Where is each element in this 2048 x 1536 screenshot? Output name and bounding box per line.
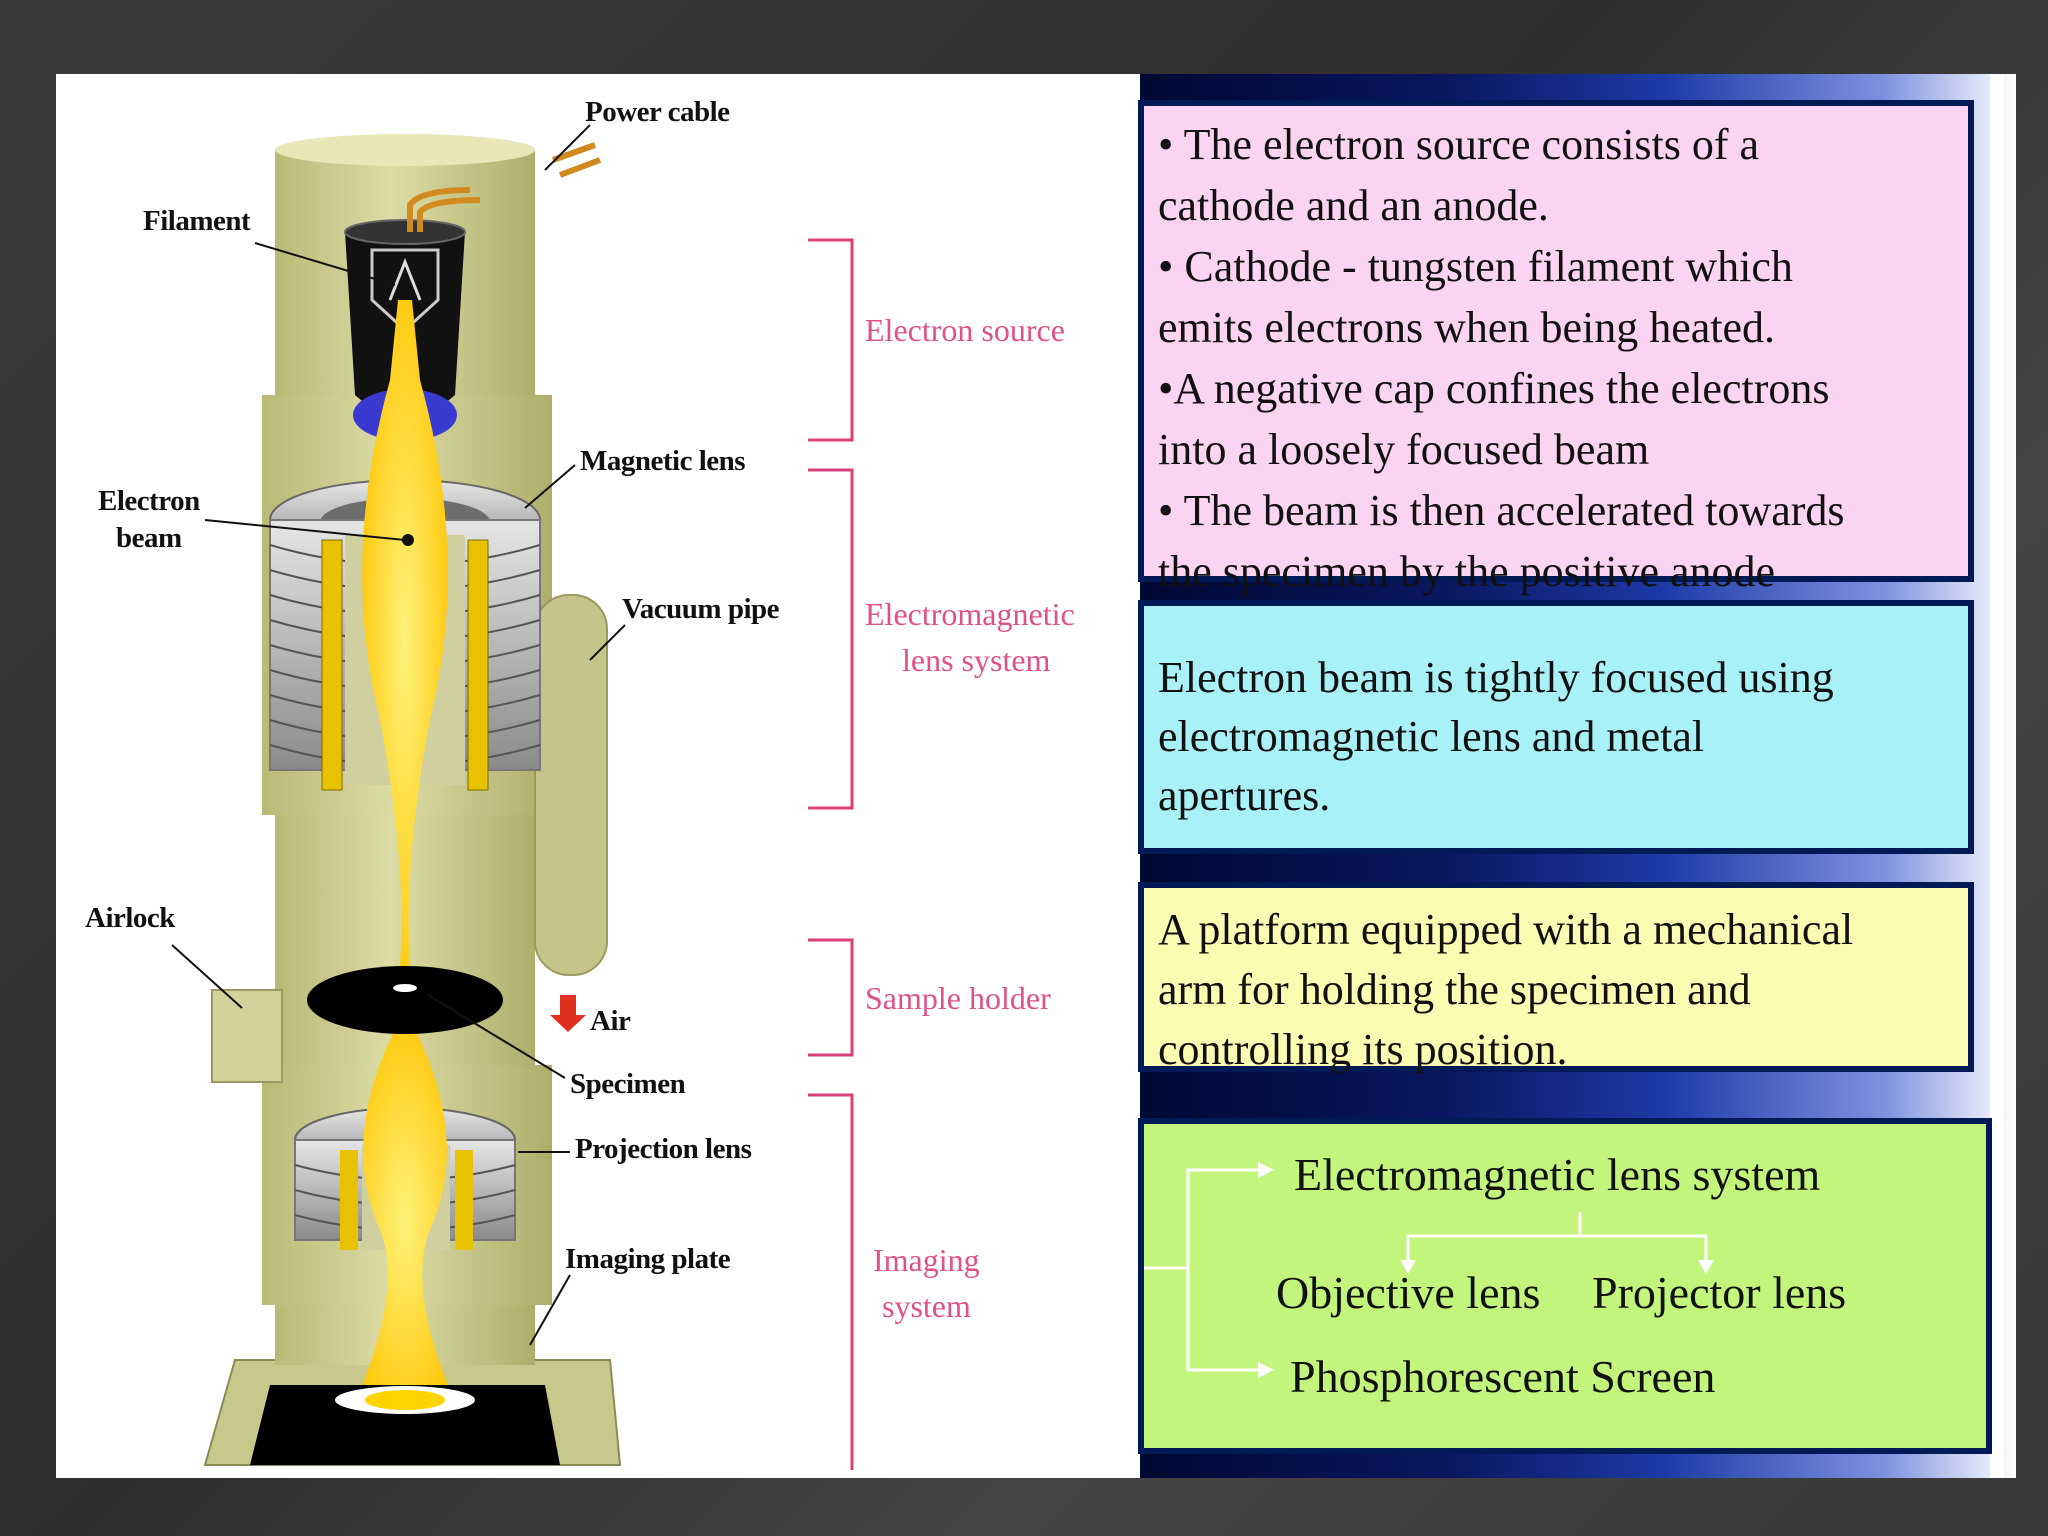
specimen-holder — [307, 966, 503, 1034]
lens-line: electromagnetic lens and metal — [1158, 712, 1705, 761]
section-em-lens-1: Electromagnetic — [865, 596, 1075, 632]
source-line: into a loosely focused beam — [1158, 425, 1650, 474]
label-power-cable: Power cable — [585, 96, 730, 128]
holder-line: A platform equipped with a mechanical — [1158, 905, 1854, 954]
text-panel-border — [1990, 74, 2004, 1478]
imaging-em-lens-system: Electromagnetic lens system — [1294, 1149, 1821, 1200]
imaging-plate — [250, 1385, 560, 1465]
electron-source-box: • The electron source consists of a cath… — [1138, 100, 1974, 596]
electron-beam — [362, 300, 448, 985]
imaging-objective-lens: Objective lens — [1276, 1267, 1541, 1318]
source-line: emits electrons when being heated. — [1158, 303, 1776, 352]
label-airlock: Airlock — [85, 902, 175, 934]
label-filament: Filament — [143, 205, 251, 237]
section-imaging-2: system — [882, 1288, 971, 1324]
imaging-system-box — [1138, 1118, 1992, 1454]
lens-line: apertures. — [1158, 771, 1331, 820]
label-air: Air — [590, 1005, 631, 1037]
air-arrow-icon — [550, 995, 586, 1032]
section-sample-holder: Sample holder — [865, 980, 1051, 1016]
label-magnetic-lens: Magnetic lens — [580, 445, 746, 477]
label-electron-beam-1: Electron — [98, 485, 200, 517]
holder-line: controlling its position. — [1158, 1025, 1568, 1074]
imaging-phosphorescent-screen: Phosphorescent Screen — [1290, 1351, 1716, 1402]
label-electron-beam-2: beam — [116, 522, 182, 554]
source-line: • The electron source consists of a — [1158, 120, 1760, 169]
section-imaging-1: Imaging — [873, 1242, 980, 1278]
sample-holder-box: A platform equipped with a mechanical ar… — [1138, 882, 1974, 1074]
imaging-projector-lens: Projector lens — [1592, 1267, 1847, 1318]
section-electron-source: Electron source — [865, 312, 1065, 348]
label-specimen: Specimen — [570, 1068, 686, 1100]
label-vacuum-pipe: Vacuum pipe — [622, 593, 780, 625]
section-em-lens-2: lens system — [902, 642, 1051, 678]
source-line: cathode and an anode. — [1158, 181, 1549, 230]
lens-line: Electron beam is tightly focused using — [1158, 653, 1834, 702]
label-projection-lens: Projection lens — [575, 1133, 752, 1165]
source-line: •A negative cap confines the electrons — [1158, 364, 1830, 413]
lens-system-box: Electron beam is tightly focused using e… — [1138, 600, 1974, 854]
label-imaging-plate: Imaging plate — [565, 1243, 731, 1275]
airlock — [211, 989, 283, 1083]
source-line: • Cathode - tungsten filament which — [1158, 242, 1793, 291]
source-line: the specimen by the positive anode — [1158, 547, 1776, 596]
source-line: • The beam is then accelerated towards — [1158, 486, 1845, 535]
vacuum-pipe — [534, 594, 608, 976]
holder-line: arm for holding the specimen and — [1158, 965, 1751, 1014]
